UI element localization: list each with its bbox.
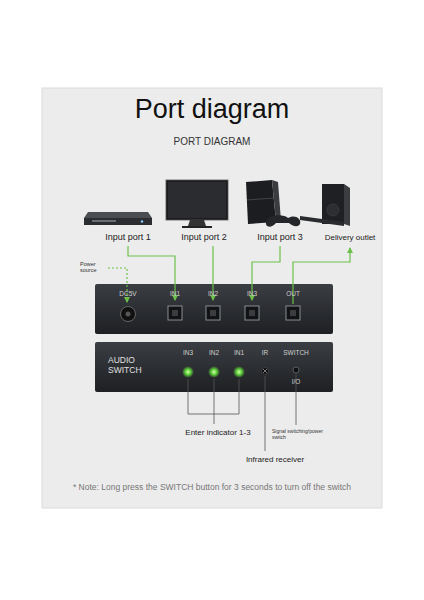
callout-label: Enter indicator 1-3 (163, 428, 273, 437)
indicator-leds (182, 366, 245, 378)
dvd-player (84, 212, 152, 225)
soundbar-speaker (300, 184, 350, 226)
tv-set (166, 180, 228, 228)
ground-panel (42, 88, 382, 508)
diagram-title: Port diagram (0, 94, 424, 125)
panel-text: I/O (284, 378, 308, 385)
switch-button (293, 367, 299, 373)
panel-text: DC5V (113, 290, 143, 297)
panel-text: IN3 (237, 290, 267, 297)
note-text: * Note: Long press the SWITCH button for… (8, 483, 416, 493)
panel-text: SWITCH (276, 349, 316, 356)
game-console (246, 180, 300, 227)
ir-window (262, 368, 269, 375)
port-label: Input port 3 (240, 232, 320, 242)
panel-text: IN1 (160, 290, 190, 297)
port-label: Delivery outlet (318, 233, 382, 242)
dc-socket (121, 307, 136, 322)
rear-panel: DC5V IN1 IN2 IN3 OUT (95, 284, 333, 334)
front-panel: AUDIO SWITCH IN3IN2IN1IRSWITCH I/O (95, 342, 333, 392)
panel-text: IR (255, 349, 275, 356)
subtitle: PORT DIAGRAM (62, 136, 362, 148)
panel-text: IN1 (226, 349, 252, 356)
power-label: Power source (80, 261, 107, 273)
port-arrows (108, 246, 350, 304)
callout-label: Signal switching/power switch (272, 429, 336, 441)
panel-text: OUT (278, 290, 308, 297)
rear-panel-body (95, 284, 333, 334)
panel-text: IN2 (201, 349, 227, 356)
port-label: Input port 1 (83, 232, 173, 242)
panel-text: AUDIO SWITCH (108, 355, 158, 375)
port-label: Input port 2 (164, 232, 244, 242)
callout-label: Infrared receiver (225, 455, 325, 464)
panel-text: IN2 (198, 290, 228, 297)
panel-text: IN3 (175, 349, 201, 356)
optical-ports (168, 306, 300, 320)
